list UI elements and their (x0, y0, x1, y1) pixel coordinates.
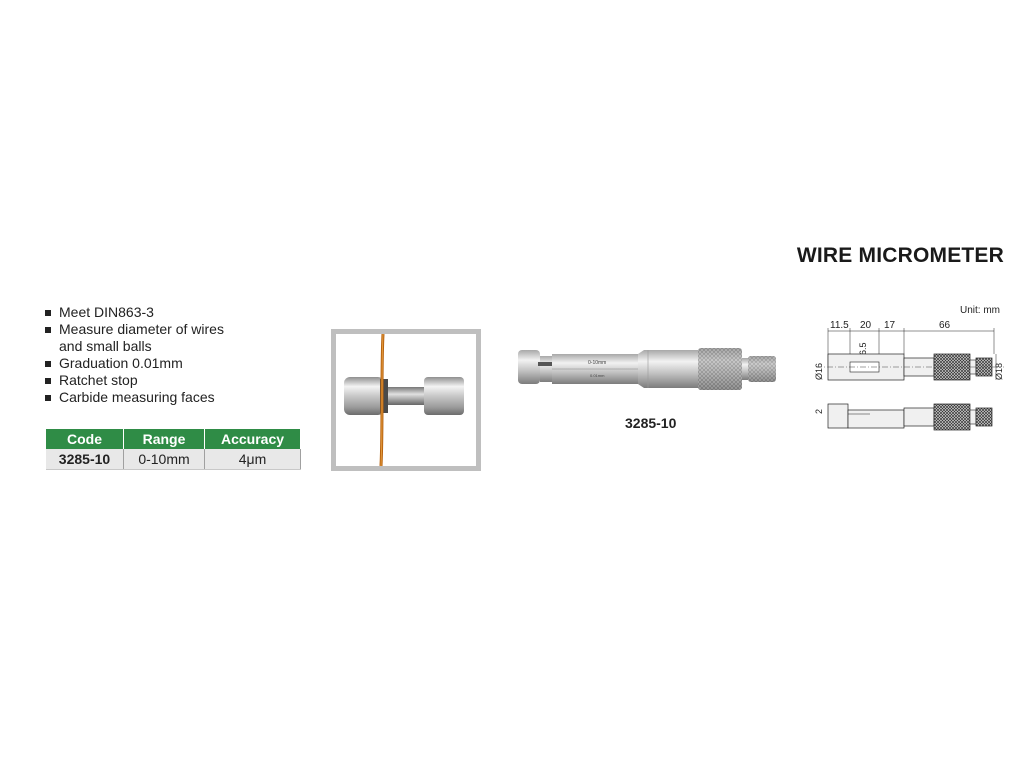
technical-drawing: 11.5 20 17 66 Ø6.5 Ø16 Ø18 2 (814, 320, 1004, 431)
spec-table-header: Code Range Accuracy (46, 429, 301, 449)
feature-item: Meet DIN863-3 (44, 304, 249, 321)
page-title: WIRE MICROMETER (796, 244, 1004, 267)
dim-label: 2 (814, 409, 824, 414)
feature-item: Measure diameter of wires and small ball… (44, 321, 249, 355)
svg-text:0.01mm: 0.01mm (590, 373, 605, 378)
feature-list: Meet DIN863-3 Measure diameter of wires … (44, 304, 249, 406)
cell-range: 0-10mm (123, 449, 205, 470)
feature-item: Graduation 0.01mm (44, 355, 249, 372)
dim-label: 11.5 (830, 320, 849, 331)
dim-label: 20 (860, 320, 872, 331)
cell-code: 3285-10 (46, 449, 124, 470)
micrometer-image: 0-10mm 0.01mm (518, 340, 783, 405)
svg-text:0-10mm: 0-10mm (588, 360, 606, 366)
header-range: Range (123, 429, 205, 449)
dim-label: Ø6.5 (858, 342, 868, 362)
dim-label: Ø18 (994, 363, 1004, 380)
spec-table: Code Range Accuracy 3285-10 0-10mm 4μm (46, 429, 301, 470)
unit-label: Unit: mm (960, 305, 1000, 316)
table-row: 3285-10 0-10mm 4μm (46, 449, 301, 470)
cell-accuracy: 4μm (204, 449, 301, 470)
dim-label: Ø16 (814, 363, 824, 380)
dim-label: 17 (884, 320, 896, 331)
feature-item: Carbide measuring faces (44, 389, 249, 406)
header-accuracy: Accuracy (204, 429, 301, 449)
header-code: Code (46, 429, 124, 449)
product-code-caption: 3285-10 (625, 415, 677, 431)
detail-photo (331, 329, 481, 471)
feature-item: Ratchet stop (44, 372, 249, 389)
dim-label: 66 (939, 320, 951, 331)
measuring-faces-image (344, 333, 464, 467)
